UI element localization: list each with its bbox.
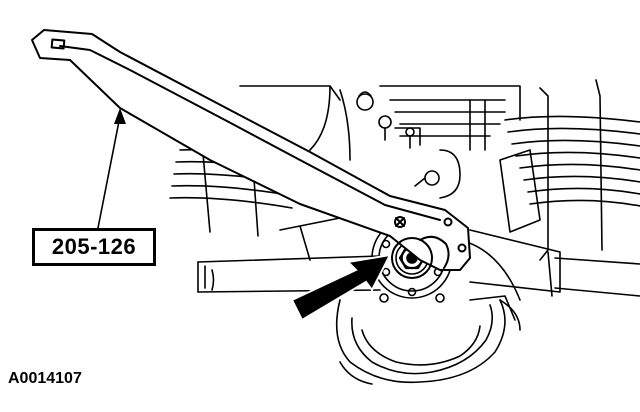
callout-leader bbox=[97, 108, 126, 229]
differential-housing bbox=[335, 295, 516, 385]
arrow-icon bbox=[290, 253, 392, 322]
figure-id-label: A0014107 bbox=[8, 370, 82, 387]
holding-tool bbox=[31, 29, 471, 279]
tool-number-callout: 205-126 bbox=[32, 228, 156, 266]
chassis-upper bbox=[239, 85, 521, 199]
leaf-spring-right bbox=[499, 79, 640, 261]
tool-number-label: 205-126 bbox=[51, 234, 137, 259]
